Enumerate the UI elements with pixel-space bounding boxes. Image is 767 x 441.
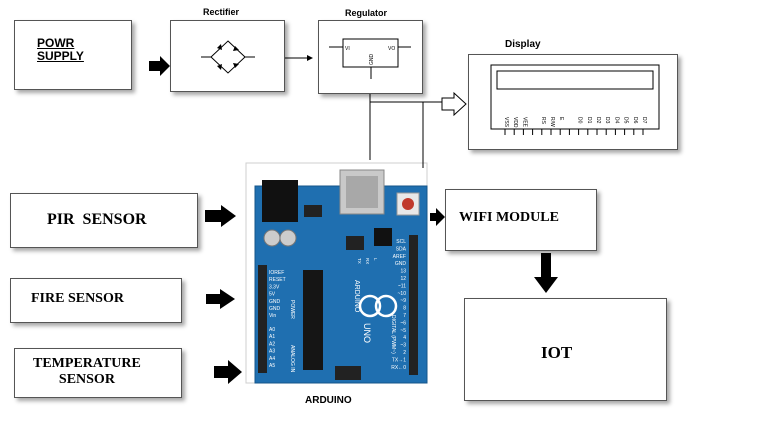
digital-pin-label: ~11	[398, 283, 406, 289]
lcd-pin-label: D2	[595, 117, 601, 124]
board-model-label: UNO	[362, 323, 372, 343]
regulator-pin-in: VI	[345, 46, 350, 52]
regulator-pin-out: VO	[388, 46, 395, 52]
analog-pin-label: A4	[269, 356, 275, 362]
led-label: L	[373, 258, 378, 261]
lcd-pin-label: VSS	[503, 117, 509, 128]
digital-pin-label: TX→1	[392, 357, 406, 363]
usb-port	[339, 169, 385, 215]
power-pin-label: 3.3V	[269, 284, 280, 290]
display-title: Display	[505, 39, 541, 50]
analog-pin-label: A5	[269, 363, 275, 369]
wifi-module-label: WIFI MODULE	[459, 210, 559, 225]
fire-sensor-label: FIRE SENSOR	[31, 291, 124, 306]
arrow-wifi-to-iot	[534, 253, 558, 293]
bridge-rectifier-icon	[201, 40, 255, 74]
pcb-body	[254, 185, 428, 384]
digital-pin-label: 8	[403, 306, 406, 312]
lcd-pin-label: R/W	[549, 117, 555, 127]
rectifier-block	[170, 20, 285, 92]
right-header	[409, 235, 418, 375]
temperature-sensor-label: TEMPERATURE SENSOR	[33, 356, 141, 387]
regulator-block: VI VO GND	[318, 20, 423, 94]
digital-pin-label: 12	[400, 276, 406, 282]
digital-pin-label: RX←0	[391, 365, 406, 371]
power-pin-label: GND	[269, 306, 281, 312]
digital-pin-label: SDA	[396, 246, 407, 252]
wifi-module-block: WIFI MODULE	[445, 189, 597, 251]
led-label: TX	[357, 258, 362, 264]
led-label: RX	[365, 258, 370, 264]
power-pin-label: 5V	[269, 292, 276, 298]
lcd-pin-label: RS	[540, 117, 546, 125]
fire-sensor-block: FIRE SENSOR	[10, 278, 182, 323]
left-header	[258, 265, 267, 373]
lcd-pin-label: D3	[604, 117, 610, 124]
lcd-pin-label: E	[558, 117, 564, 121]
digital-pin-label: GND	[395, 261, 407, 267]
arrow-fire-to-arduino	[206, 289, 235, 309]
analog-pin-label: A0	[269, 327, 275, 333]
lcd-pin-label: VEE	[521, 117, 527, 128]
digital-pin-label: ~10	[398, 291, 407, 297]
analog-header-label: ANALOG IN	[289, 345, 295, 373]
digital-header-label: DIGITAL (PWM~)	[390, 315, 396, 354]
atmega-chip	[303, 270, 323, 370]
rectifier-title: Rectifier	[203, 7, 240, 17]
power-pin-label: Vin	[269, 313, 276, 319]
arduino-label: ARDUINO	[305, 395, 352, 406]
lcd-pin-label: D5	[623, 117, 629, 124]
lcd-pin-label: D0	[577, 117, 583, 124]
reset-button	[396, 192, 420, 216]
digital-pin-label: ~5	[400, 328, 406, 334]
temperature-sensor-block: TEMPERATURE SENSOR	[14, 348, 182, 398]
arrow-temp-to-arduino	[214, 360, 242, 384]
digital-pin-label: 4	[403, 335, 406, 341]
lcd-pin-label: D1	[586, 117, 592, 124]
digital-pin-label: 7	[403, 313, 406, 319]
board-brand-label: ARDUINO	[353, 280, 360, 313]
power-supply-block: POWR SUPPLY	[14, 20, 132, 90]
analog-pin-label: A1	[269, 334, 275, 340]
digital-pin-label: AREF	[393, 254, 406, 260]
pir-sensor-block: PIR SENSOR	[10, 193, 198, 248]
regulator-pin-gnd: GND	[369, 54, 375, 66]
digital-pin-label: ~9	[400, 298, 406, 304]
iot-label: IOT	[541, 343, 573, 362]
lcd-pin-label: VDD	[512, 117, 518, 128]
digital-pin-label: SCL	[396, 239, 406, 245]
arrow-arduino-to-wifi	[430, 208, 445, 226]
dc-jack	[262, 180, 298, 222]
digital-pin-label: ~3	[400, 343, 406, 349]
power-header-label: POWER	[289, 300, 295, 319]
pir-sensor-label: PIR SENSOR	[47, 211, 147, 228]
arrow-pir-to-arduino	[205, 205, 236, 227]
analog-pin-label: A2	[269, 341, 275, 347]
lcd-pin-label: D7	[641, 117, 647, 124]
digital-pin-label: ~6	[400, 320, 406, 326]
lcd-pin-label: D4	[613, 117, 619, 124]
digital-pin-label: 13	[400, 269, 406, 275]
lcd-pin-label: D6	[632, 117, 638, 124]
analog-pin-label: A3	[269, 349, 275, 355]
arrow-power-to-rectifier	[149, 56, 170, 76]
power-supply-label: POWR SUPPLY	[37, 36, 84, 63]
regulator-title: Regulator	[345, 8, 388, 18]
power-pin-label: IOREF	[269, 270, 284, 276]
power-pin-label: GND	[269, 299, 281, 305]
regulator-ic-icon: VI VO GND	[329, 38, 411, 79]
arrow-regulator-to-display	[441, 91, 467, 117]
power-pin-label: RESET	[269, 277, 286, 283]
iot-block: IOT	[464, 298, 667, 401]
digital-pin-label: 2	[403, 350, 406, 356]
